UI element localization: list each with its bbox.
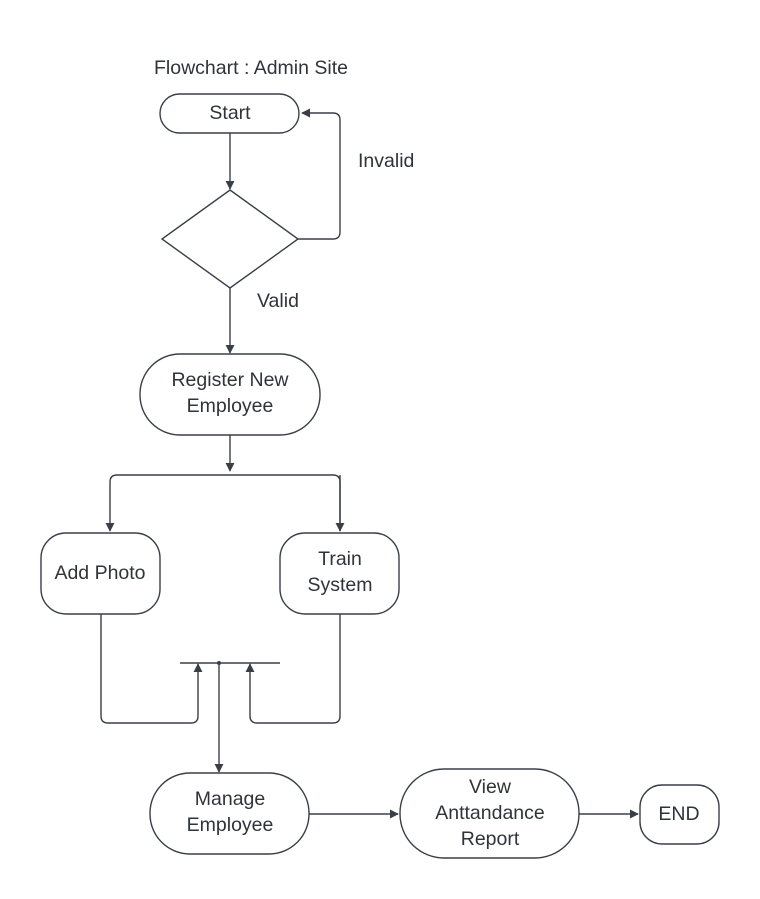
node-label-line: Employee (187, 395, 274, 417)
node-decision-shape (160, 189, 300, 289)
node-label-line: Employee (187, 814, 274, 836)
node-label-line: Register New (171, 369, 289, 391)
edge-label-invalid: Invalid (358, 150, 414, 172)
node-view-shape (399, 768, 580, 859)
diagram-title: Flowchart : Admin Site (154, 57, 348, 79)
node-start-label: Start (209, 102, 251, 124)
join-dot (217, 661, 221, 665)
node-label-line: View (469, 776, 512, 798)
node-start: Start (159, 93, 300, 134)
node-start-shape (159, 93, 300, 134)
node-label-line: Report (461, 828, 520, 850)
edge-decision-invalid-loop (298, 108, 341, 240)
node-label-line: System (307, 574, 372, 596)
edges (100, 108, 639, 819)
edge-addphoto-to-join (100, 614, 203, 724)
node-end-shape (639, 784, 720, 845)
node-add-photo-label: Add Photo (54, 562, 145, 584)
node-label-line: Anttandance (435, 802, 545, 824)
node-end: END (639, 784, 720, 845)
node-manage-shape (149, 772, 310, 855)
node-train-shape (279, 532, 400, 615)
node-label-line: Start (209, 102, 251, 124)
node-add-photo: Add Photo (40, 532, 161, 615)
node-label-line: Train (318, 548, 362, 570)
node-register-shape (139, 353, 321, 436)
edge-train-to-join (245, 614, 341, 724)
node-decision (160, 189, 300, 289)
node-label-line: Manage (195, 788, 265, 810)
node-label-line: Add Photo (54, 562, 145, 584)
edge-split-to-branches (105, 474, 341, 532)
edge-label-valid: Valid (257, 290, 299, 312)
node-add-photo-shape (40, 532, 161, 615)
node-end-label: END (658, 803, 699, 825)
node-label-line: END (658, 803, 699, 825)
